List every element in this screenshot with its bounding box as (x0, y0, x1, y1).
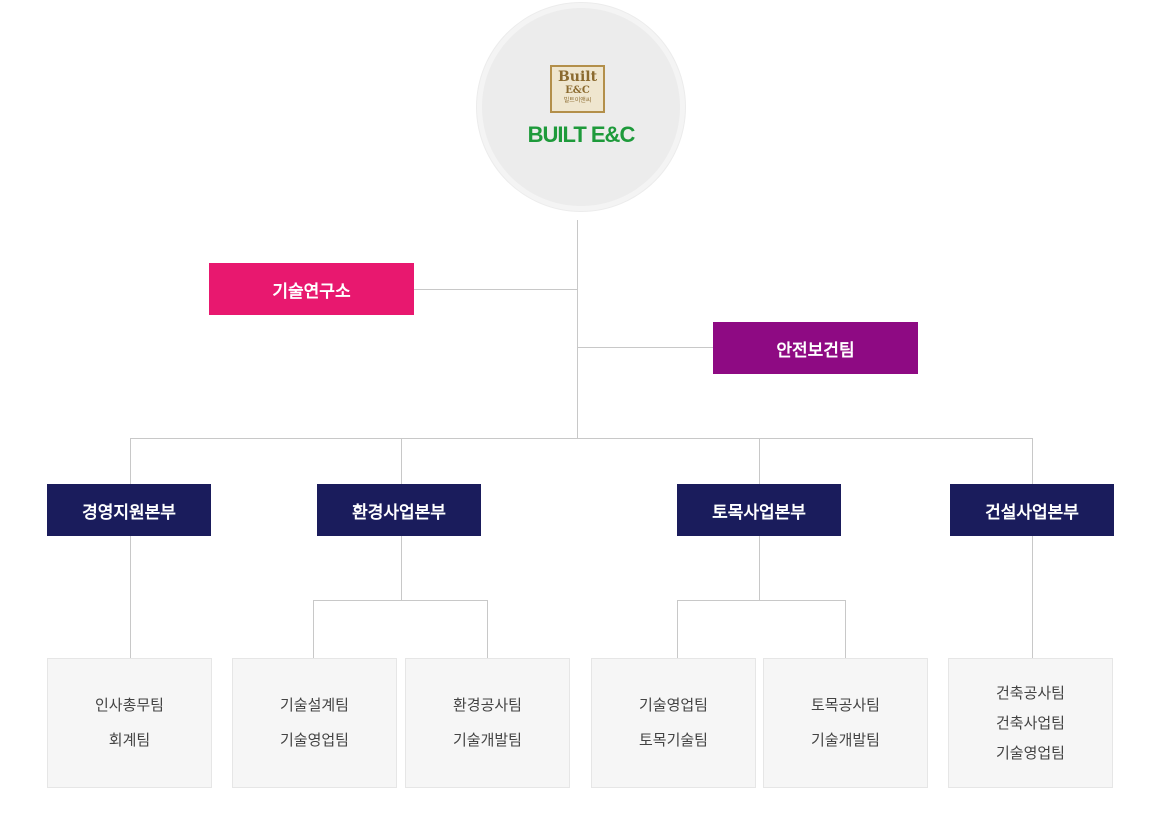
logo-text-main: Built (557, 69, 598, 85)
team-name: 기술개발팀 (810, 731, 880, 749)
connector-line (401, 438, 402, 484)
connector-line (577, 347, 713, 348)
division-construction: 건설사업본부 (950, 484, 1114, 536)
team-box: 인사총무팀 회계팀 (47, 658, 212, 788)
team-name: 기술개발팀 (452, 731, 522, 749)
connector-line (313, 600, 487, 601)
team-name: 인사총무팀 (94, 696, 164, 714)
team-name: 기술설계팀 (279, 696, 349, 714)
team-name: 회계팀 (108, 731, 151, 749)
connector-line (130, 438, 131, 484)
research-institute-box: 기술연구소 (209, 263, 414, 315)
team-name: 건축공사팀 (995, 684, 1065, 702)
team-box: 기술설계팀 기술영업팀 (232, 658, 397, 788)
logo-text-sub: E&C (565, 85, 590, 96)
connector-line (677, 600, 678, 658)
team-box: 기술영업팀 토목기술팀 (591, 658, 756, 788)
connector-line (487, 600, 488, 658)
team-name: 기술영업팀 (995, 744, 1065, 762)
team-name: 기술영업팀 (638, 696, 708, 714)
safety-team-box: 안전보건팀 (713, 322, 918, 374)
connector-line (845, 600, 846, 658)
division-environment: 환경사업본부 (317, 484, 481, 536)
team-box: 환경공사팀 기술개발팀 (405, 658, 570, 788)
connector-line (130, 536, 131, 658)
team-name: 토목공사팀 (810, 696, 880, 714)
connector-line (577, 220, 578, 438)
connector-line (677, 600, 845, 601)
team-name: 건축사업팀 (995, 714, 1065, 732)
connector-line (313, 600, 314, 658)
division-management-support: 경영지원본부 (47, 484, 211, 536)
connector-line (401, 536, 402, 600)
division-civil-engineering: 토목사업본부 (677, 484, 841, 536)
connector-line (1032, 438, 1033, 484)
connector-line (130, 438, 1033, 439)
team-name: 환경공사팀 (452, 696, 522, 714)
team-name: 기술영업팀 (279, 731, 349, 749)
team-box: 토목공사팀 기술개발팀 (763, 658, 928, 788)
team-name: 토목기술팀 (638, 731, 708, 749)
connector-line (759, 536, 760, 600)
connector-line (1032, 536, 1033, 658)
logo-text-korean: 빌트이앤씨 (563, 97, 592, 104)
connector-line (759, 438, 760, 484)
team-box: 건축공사팀 건축사업팀 기술영업팀 (948, 658, 1113, 788)
connector-line (414, 289, 577, 290)
company-name: BUILT E&C (527, 122, 636, 147)
company-logo: Built E&C 빌트이앤씨 (550, 65, 605, 113)
